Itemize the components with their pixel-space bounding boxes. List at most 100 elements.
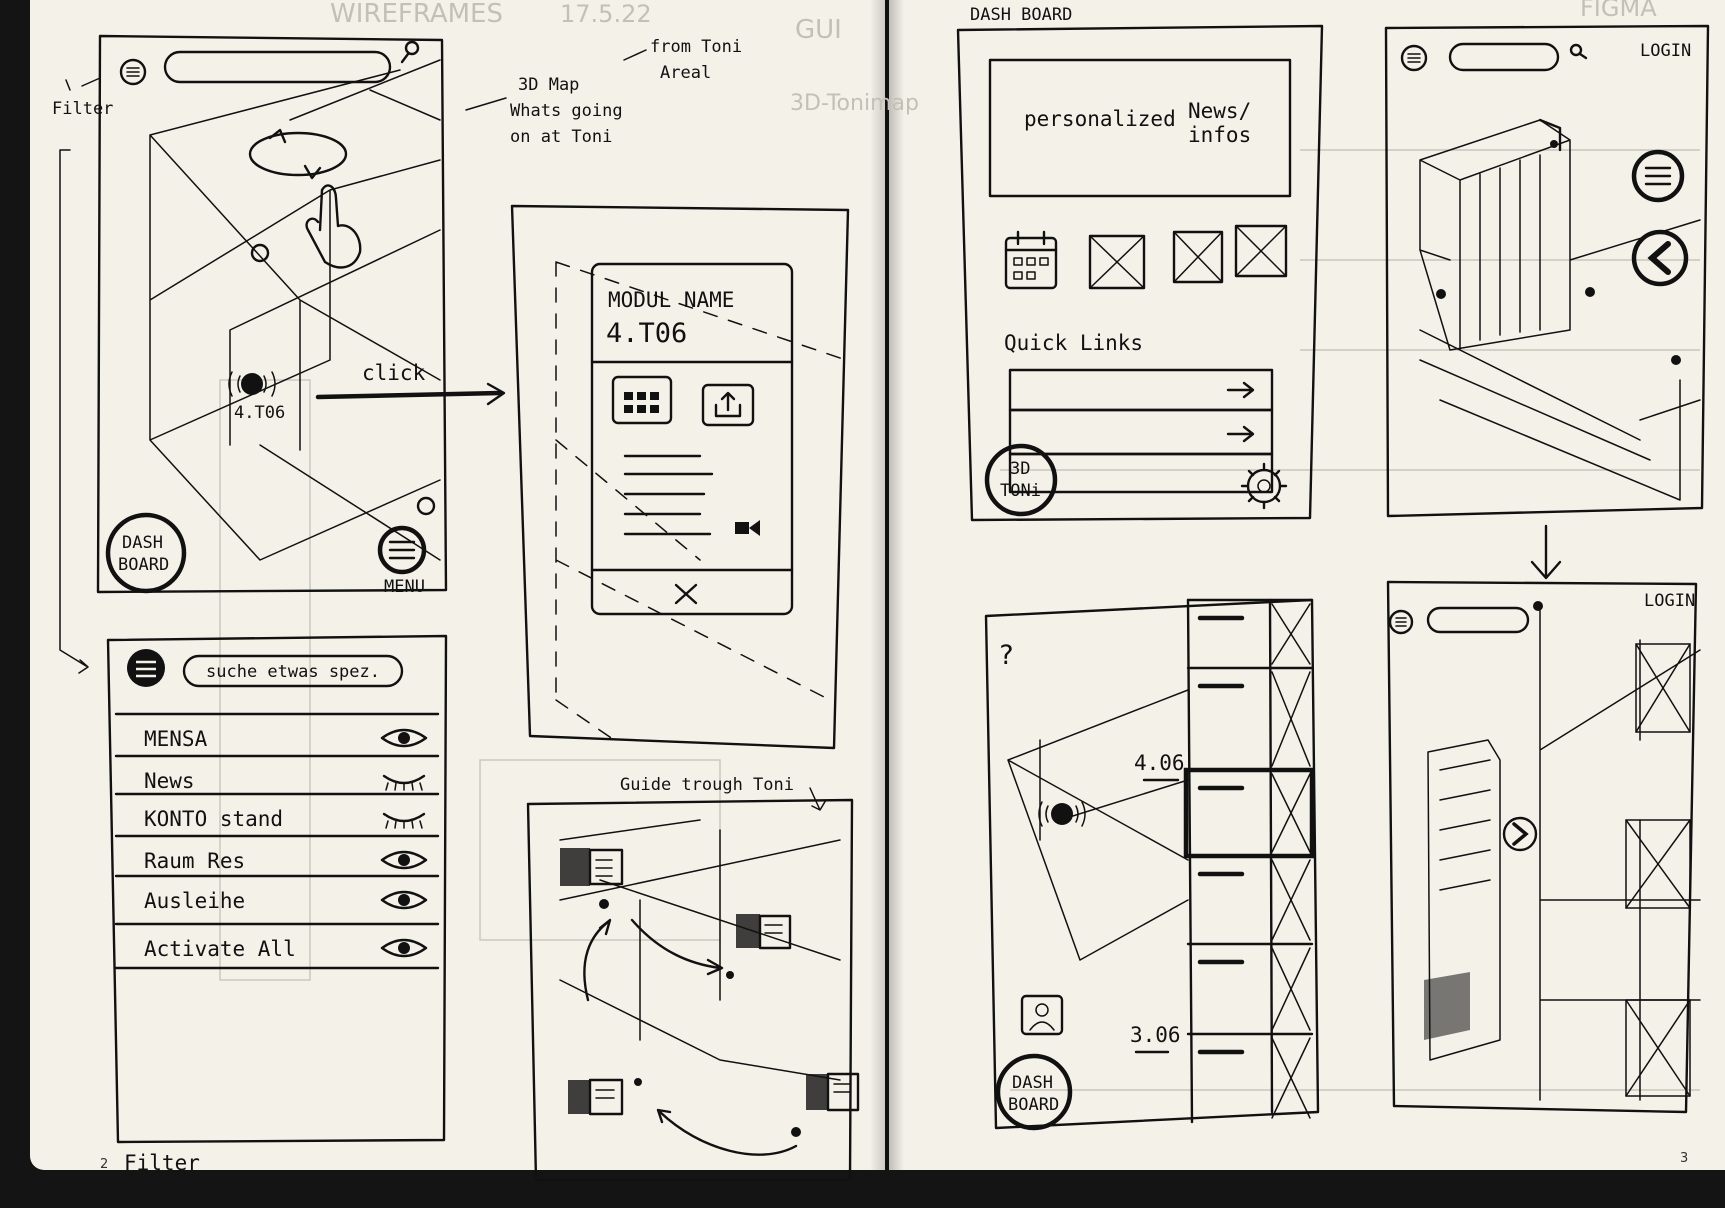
share-icon[interactable] bbox=[701, 383, 755, 427]
filter-row-label: Raum Res bbox=[144, 849, 245, 873]
search-icon[interactable] bbox=[1533, 601, 1543, 611]
image-placeholder-3[interactable] bbox=[1234, 224, 1288, 278]
floor-row[interactable] bbox=[1186, 854, 1314, 941]
quick-link-1[interactable] bbox=[1008, 368, 1274, 412]
location-pin-icon[interactable] bbox=[228, 371, 276, 397]
eye-open-icon[interactable] bbox=[380, 890, 428, 910]
map-note-1: 3D Map bbox=[518, 75, 579, 95]
video-icon[interactable] bbox=[735, 520, 760, 536]
filter-row[interactable]: KONTO stand bbox=[114, 792, 440, 831]
toni-button-line2: TONi bbox=[1000, 481, 1041, 501]
eye-open-icon[interactable] bbox=[380, 938, 428, 958]
notebook-gutter bbox=[870, 0, 904, 1170]
info-flag-4[interactable] bbox=[806, 1072, 860, 1112]
news-text-2: News/ bbox=[1188, 99, 1251, 123]
filter-row-label: News bbox=[144, 769, 195, 793]
image-placeholder-a[interactable] bbox=[1635, 643, 1691, 733]
filter-row-label: Activate All bbox=[144, 937, 296, 961]
floor-row[interactable] bbox=[1186, 1032, 1314, 1119]
modul-title: MODUL NAME bbox=[608, 288, 734, 312]
wireframe-login-detail: LOGIN bbox=[1386, 580, 1701, 1114]
wireframe-dashboard: DASH BOARD personalized News/ infos Quic… bbox=[956, 5, 1324, 522]
search-bar[interactable] bbox=[163, 50, 392, 84]
close-icon[interactable] bbox=[674, 583, 698, 605]
rotate-icon bbox=[248, 128, 348, 180]
dashboard-button-line2: BOARD bbox=[118, 555, 169, 575]
login-label-2[interactable]: LOGIN bbox=[1644, 591, 1695, 611]
toni-3d-button[interactable]: 3D TONi bbox=[984, 443, 1058, 517]
eye-closed-icon[interactable] bbox=[382, 774, 426, 791]
guide-label: Guide trough Toni bbox=[620, 775, 794, 795]
from-note-2: Areal bbox=[660, 63, 711, 83]
wireframe-floor-view: ? 4.06 3.06 DASH BOARD bbox=[984, 598, 1320, 1131]
ghost-header-figma: FIGMA bbox=[1580, 0, 1657, 22]
calendar-icon[interactable] bbox=[611, 375, 673, 425]
image-placeholder-2[interactable] bbox=[1172, 230, 1224, 284]
footer-filter-label: Filter bbox=[124, 1151, 200, 1175]
page-number-left: 2 bbox=[100, 1157, 108, 1172]
hamburger-icon[interactable] bbox=[1400, 44, 1428, 72]
image-placeholder-1[interactable] bbox=[1088, 234, 1146, 290]
wireframe-3d-map: 4.T06 click DASH BOARD MENU Filter 3D Ma… bbox=[52, 34, 742, 674]
quick-links-title: Quick Links bbox=[1004, 331, 1143, 355]
filter-row[interactable]: Raum Res bbox=[114, 834, 440, 873]
guide-arrow-3 bbox=[656, 1108, 798, 1156]
image-placeholder-c[interactable] bbox=[1625, 999, 1691, 1097]
hamburger-icon[interactable] bbox=[127, 649, 165, 687]
info-flag-1[interactable] bbox=[560, 848, 624, 886]
info-flag-3[interactable] bbox=[568, 1078, 624, 1116]
filter-row-label: Ausleihe bbox=[144, 889, 245, 913]
hamburger-icon[interactable] bbox=[1388, 609, 1414, 635]
news-card[interactable] bbox=[988, 58, 1292, 198]
guide-arrow-1 bbox=[583, 918, 612, 1002]
menu-label: MENU bbox=[384, 577, 425, 597]
search-bar[interactable] bbox=[1426, 606, 1530, 634]
map-note-2: Whats going bbox=[510, 101, 623, 121]
menu-button[interactable] bbox=[1631, 149, 1685, 203]
info-flag-2[interactable] bbox=[736, 914, 792, 950]
news-text-3: infos bbox=[1188, 123, 1251, 147]
login-label-1[interactable]: LOGIN bbox=[1640, 41, 1691, 61]
avatar-icon[interactable] bbox=[1020, 994, 1064, 1036]
help-mark[interactable]: ? bbox=[998, 640, 1014, 671]
hamburger-icon[interactable] bbox=[119, 58, 147, 86]
page-number-right: 3 bbox=[1680, 1151, 1688, 1166]
selected-floor[interactable] bbox=[1183, 767, 1315, 859]
ghost-header-3d: 3D-Tonimap bbox=[790, 91, 919, 116]
floor-row[interactable] bbox=[1186, 768, 1314, 853]
search-icon[interactable] bbox=[1569, 43, 1588, 60]
quick-link-2[interactable] bbox=[1008, 408, 1274, 456]
image-placeholder-b[interactable] bbox=[1625, 819, 1691, 909]
map-note-3: on at Toni bbox=[510, 127, 612, 147]
search-bar[interactable] bbox=[1448, 42, 1560, 72]
filter-row-label: MENSA bbox=[144, 727, 208, 751]
filter-row[interactable]: Activate All bbox=[114, 922, 440, 961]
floor-row[interactable] bbox=[1186, 942, 1314, 1031]
room-a-label: 4.06 bbox=[1134, 751, 1185, 775]
flow-arrow-down bbox=[1530, 524, 1562, 580]
wireframe-module-popup: MODUL NAME 4.T06 bbox=[510, 204, 850, 750]
filter-row[interactable]: News bbox=[114, 754, 440, 793]
back-arrow-button[interactable] bbox=[1631, 229, 1689, 287]
dashboard-button[interactable]: DASH BOARD bbox=[995, 1053, 1073, 1131]
gear-icon[interactable] bbox=[1240, 462, 1288, 510]
floor-dash-line1: DASH bbox=[1012, 1073, 1053, 1093]
next-arrow-button[interactable] bbox=[1502, 816, 1538, 852]
menu-button[interactable]: MENU bbox=[377, 525, 427, 597]
floor-row[interactable] bbox=[1186, 598, 1314, 665]
eye-closed-icon[interactable] bbox=[382, 812, 426, 829]
dashboard-button[interactable]: DASH BOARD bbox=[105, 512, 187, 594]
floor-row[interactable] bbox=[1186, 666, 1314, 767]
filter-row[interactable]: Ausleihe bbox=[114, 874, 440, 913]
filter-row[interactable]: MENSA bbox=[114, 712, 440, 751]
search-input[interactable] bbox=[182, 654, 404, 688]
eye-open-icon[interactable] bbox=[380, 728, 428, 748]
filter-row-label: KONTO stand bbox=[144, 807, 283, 831]
eye-open-icon[interactable] bbox=[380, 850, 428, 870]
search-icon[interactable] bbox=[400, 40, 420, 64]
location-pin-icon[interactable] bbox=[1038, 801, 1086, 827]
news-text-1: personalized bbox=[1024, 107, 1176, 131]
calendar-icon[interactable] bbox=[1004, 230, 1058, 290]
